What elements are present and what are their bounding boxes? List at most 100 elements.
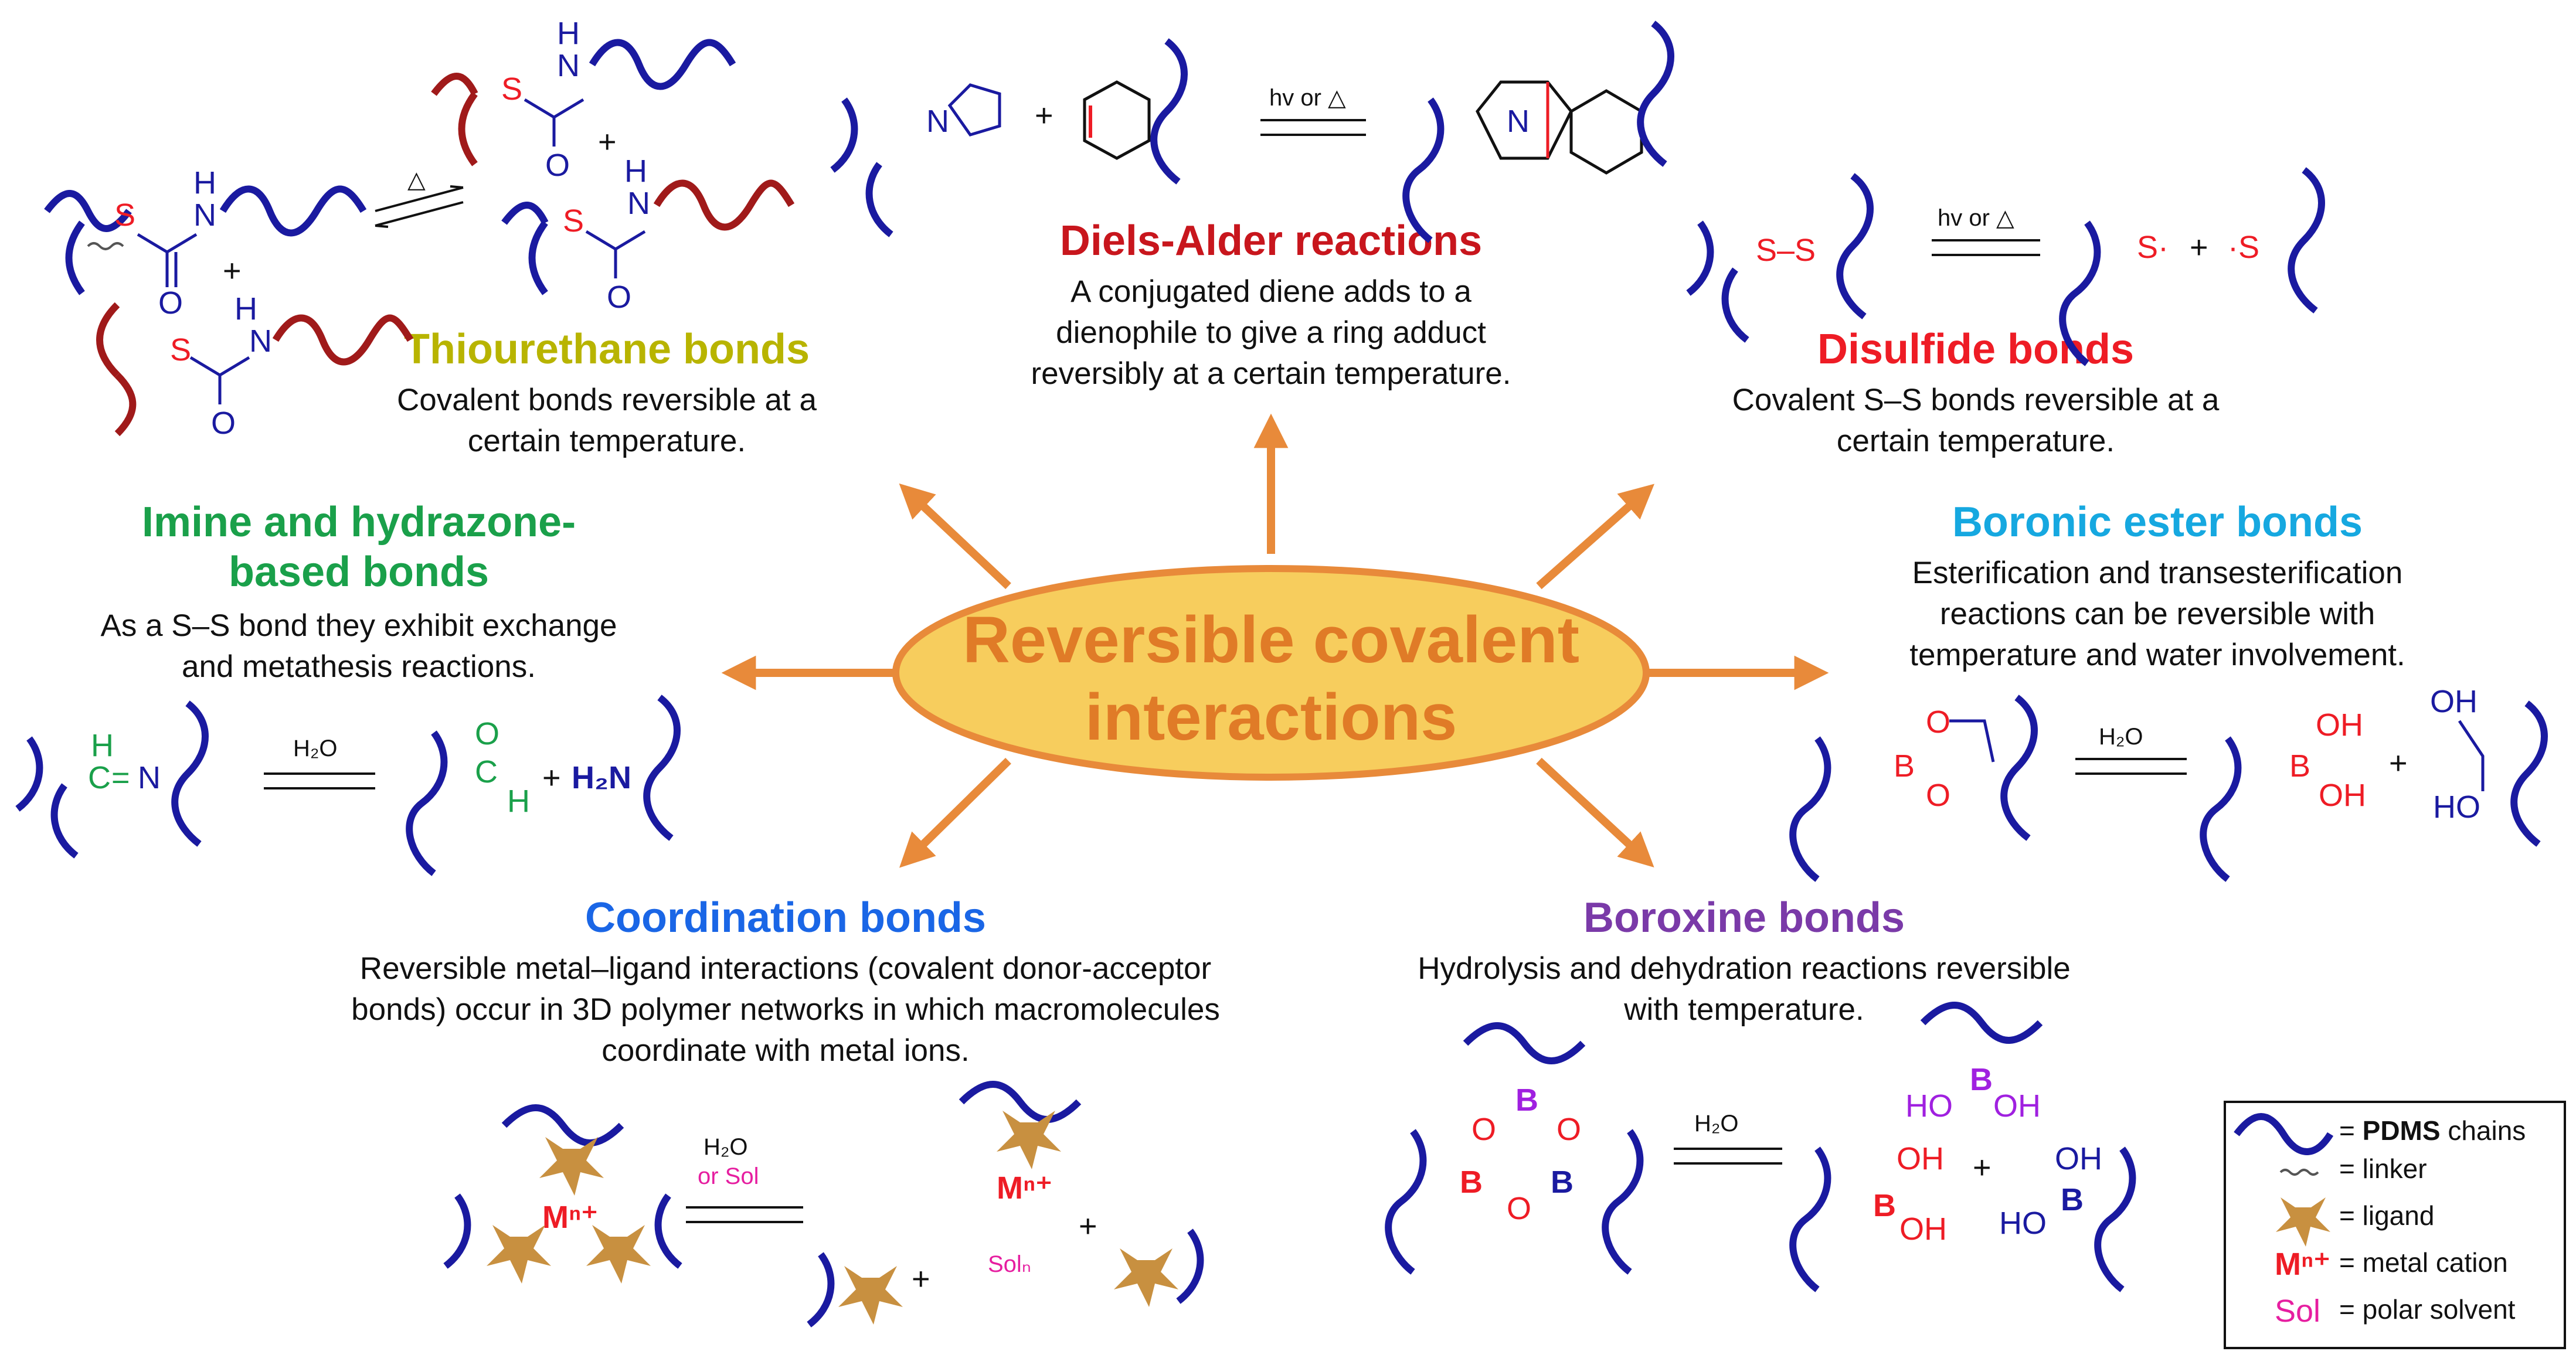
boroxine-title: Boroxine bonds [1583,894,1905,941]
pdms-chain [1385,1129,1427,1275]
svg-text:HO: HO [1999,1206,2047,1241]
ligand-icon [539,1137,604,1196]
svg-text:B: B [1873,1188,1896,1223]
svg-text:+: + [2190,230,2208,265]
boronic-condition: H₂O [2099,724,2143,750]
boroxine-condition: H₂O [1694,1111,1739,1136]
svg-text:+: + [1973,1150,1992,1185]
disulfide-scheme: S–S hv or △ S· + ·S [1686,167,2325,366]
pdms-chain [1176,1228,1204,1304]
svg-text:S: S [501,72,522,107]
svg-text:+: + [2389,746,2408,781]
svg-text:O: O [1926,704,1950,740]
thiourethane-desc-2: certain temperature. [468,424,746,458]
ligand-icon [838,1266,903,1325]
svg-text:OH: OH [1897,1141,1944,1176]
pdms-chain [654,1193,682,1269]
svg-text:B: B [1551,1165,1574,1200]
pdms-chain [1463,1022,1586,1064]
pdms-chain [50,783,79,859]
pdms-chain [501,202,549,225]
pdms-chain [171,700,209,847]
ligand-icon [487,1225,551,1284]
svg-text:O: O [475,716,499,751]
svg-text:B: B [1894,748,1915,784]
svg-text:O: O [1471,1112,1496,1147]
diels-alder-condition: hv or △ [1269,85,1346,111]
arrow-to-disulfide [1536,484,1655,590]
linker [87,242,124,250]
svg-text:S: S [563,203,584,239]
pdms-chain [2094,1146,2136,1292]
svg-text:B: B [1460,1165,1483,1200]
svg-text:HO: HO [2433,789,2480,825]
pdms-chain [528,220,548,295]
svg-text:=: = [111,760,130,795]
pdms-chain [1637,21,1674,167]
pdms-chain [1789,1146,1831,1292]
pdms-chain [44,190,132,232]
diels-alder-desc-1: A conjugated diene adds to a [1070,274,1471,309]
ligand-icon [586,1225,651,1284]
thiourethane-desc-1: Covalent bonds reversible at a [397,383,817,417]
diels-alder-desc-2: dienophile to give a ring adduct [1056,315,1486,350]
legend-box [2224,1101,2566,1349]
svg-text:Mⁿ⁺: Mⁿ⁺ [997,1170,1052,1206]
hub-arrows [721,413,1829,868]
diels-alder-title: Diels-Alder reactions [1060,217,1482,264]
boronic-desc-1: Esterification and transesterification [1912,556,2403,590]
coordination-condition-sol: or Sol [698,1163,759,1189]
pdms-chain [443,1193,471,1269]
svg-text:H: H [193,165,216,200]
svg-text:OH: OH [2316,707,2363,743]
pdms-chain [865,162,893,237]
svg-text:S: S [114,198,135,233]
pdms-chain [406,730,448,876]
coordination-scheme: Mⁿ⁺ H₂O or Sol + Mⁿ⁺ Solₙ + [443,1081,1204,1328]
diels-alder-scheme: N + hv or △ N [830,21,1674,243]
pdms-chain [1836,173,1874,319]
diels-alder-desc-3: reversibly at a certain temperature. [1031,356,1511,391]
svg-text:N: N [627,186,650,221]
svg-text:B: B [1515,1083,1538,1118]
svg-text:Mⁿ⁺: Mⁿ⁺ [542,1200,598,1235]
imine-condition: H₂O [293,736,338,761]
disulfide-condition: hv or △ [1938,205,2014,231]
imine-scheme: H C = N H₂O O C H + H₂N [15,695,681,876]
arrow-to-coordination [899,758,1011,868]
svg-text:S: S [170,332,191,367]
svg-text:O: O [1926,778,1950,813]
svg-text:H₂N: H₂N [572,760,631,795]
thio-condition: △ [407,167,426,193]
svg-text:N: N [138,760,161,795]
arrow-to-thiourethane [899,483,1011,590]
svg-text:OH: OH [2319,778,2366,813]
svg-text:N: N [249,324,272,359]
pdms-chain [114,372,137,437]
legend-linker-label: = linker [2339,1153,2427,1184]
svg-text:H: H [557,16,580,51]
legend-linker-swatch [2279,1169,2319,1176]
pdms-chain [2288,167,2325,314]
pdms-chain [458,91,478,166]
svg-text:O: O [211,406,236,441]
svg-text:S–S: S–S [1756,233,1816,268]
legend-metal-label: = metal cation [2339,1247,2508,1278]
svg-text:O: O [607,280,631,315]
svg-text:C: C [88,760,111,795]
svg-text:B: B [2289,748,2310,784]
center-title-line2: interactions [1085,680,1457,754]
svg-text:N: N [557,48,580,83]
legend-solvent-swatch: Sol [2275,1294,2320,1329]
boroxine-scheme: B O O B B O H₂O B HO OH B OH OH + OH B H… [1385,1002,2136,1292]
disulfide-desc-2: certain temperature. [1837,424,2115,458]
coordination-desc-3: coordinate with metal ions. [601,1033,970,1068]
svg-text:O: O [545,148,570,183]
imine-desc-2: and metathesis reactions. [182,649,536,684]
imine-desc-1: As a S–S bond they exhibit exchange [101,608,617,643]
coordination-condition-water: H₂O [704,1134,748,1160]
pdms-chain [1686,220,1714,296]
pdms-chain [1402,97,1445,243]
svg-text:·S: ·S [2228,230,2259,265]
legend-metal-swatch: Mⁿ⁺ [2275,1247,2330,1282]
